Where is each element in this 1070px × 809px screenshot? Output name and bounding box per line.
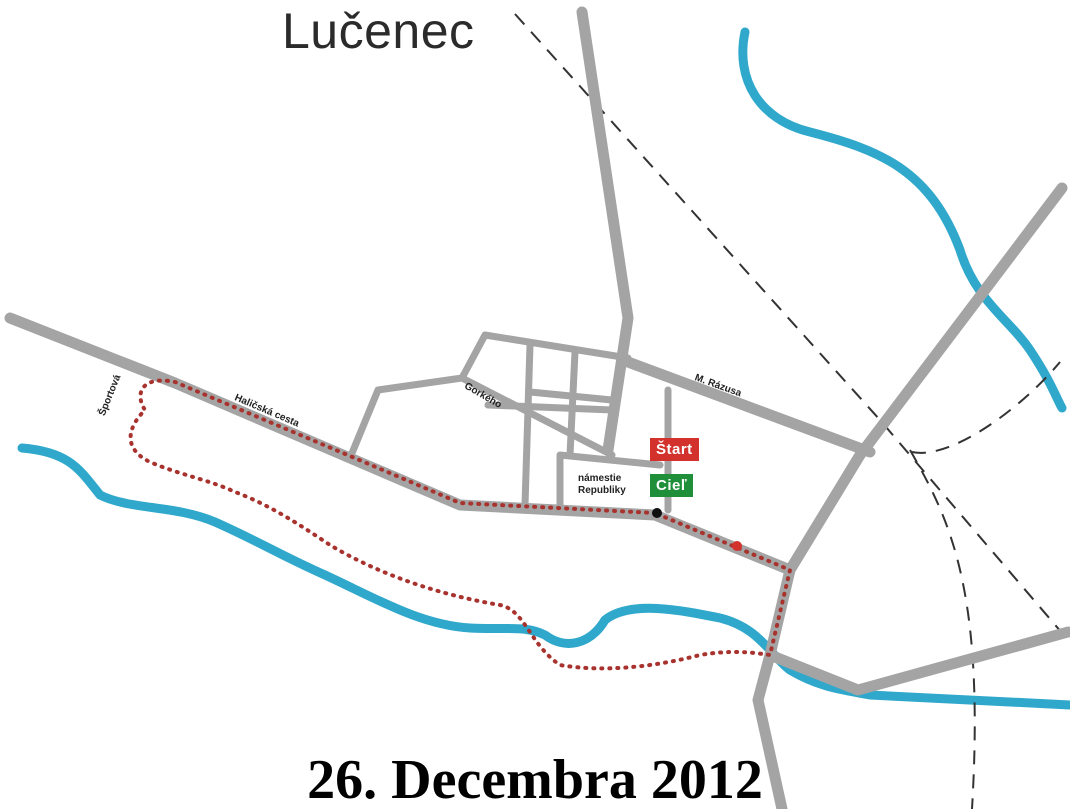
event-date: 26. Decembra 2012	[307, 749, 763, 809]
start-badge: Štart	[650, 438, 699, 461]
road-gorkeho	[458, 374, 616, 459]
road-grid-v1	[521, 341, 534, 509]
road-grid-v2	[566, 348, 579, 459]
start-finish-point	[652, 508, 662, 518]
city-name: Lučenec	[282, 3, 475, 59]
rivers	[17, 27, 1070, 710]
railways	[514, 13, 1069, 809]
road-grid-h2	[484, 401, 616, 414]
place-label-namestie-republiky: námestie Republiky	[578, 473, 626, 497]
railway-north	[514, 13, 1069, 641]
place-label-line2: Republiky	[578, 485, 626, 496]
road-grid-h1	[526, 388, 616, 404]
river-north-east	[738, 27, 1067, 413]
railway-south	[909, 449, 976, 809]
minor-roads	[346, 331, 672, 514]
road-razusa	[622, 356, 876, 458]
place-label-line1: námestie	[578, 473, 622, 484]
road-south	[752, 564, 796, 809]
road-square-box	[556, 451, 664, 509]
finish-badge: Cieľ	[650, 474, 694, 497]
race-route	[128, 378, 793, 671]
road-northsouth	[576, 6, 634, 456]
route-point-marker	[732, 541, 742, 551]
river-main	[17, 443, 1070, 710]
road-southeast	[764, 626, 1070, 696]
railway-east	[911, 361, 1061, 454]
